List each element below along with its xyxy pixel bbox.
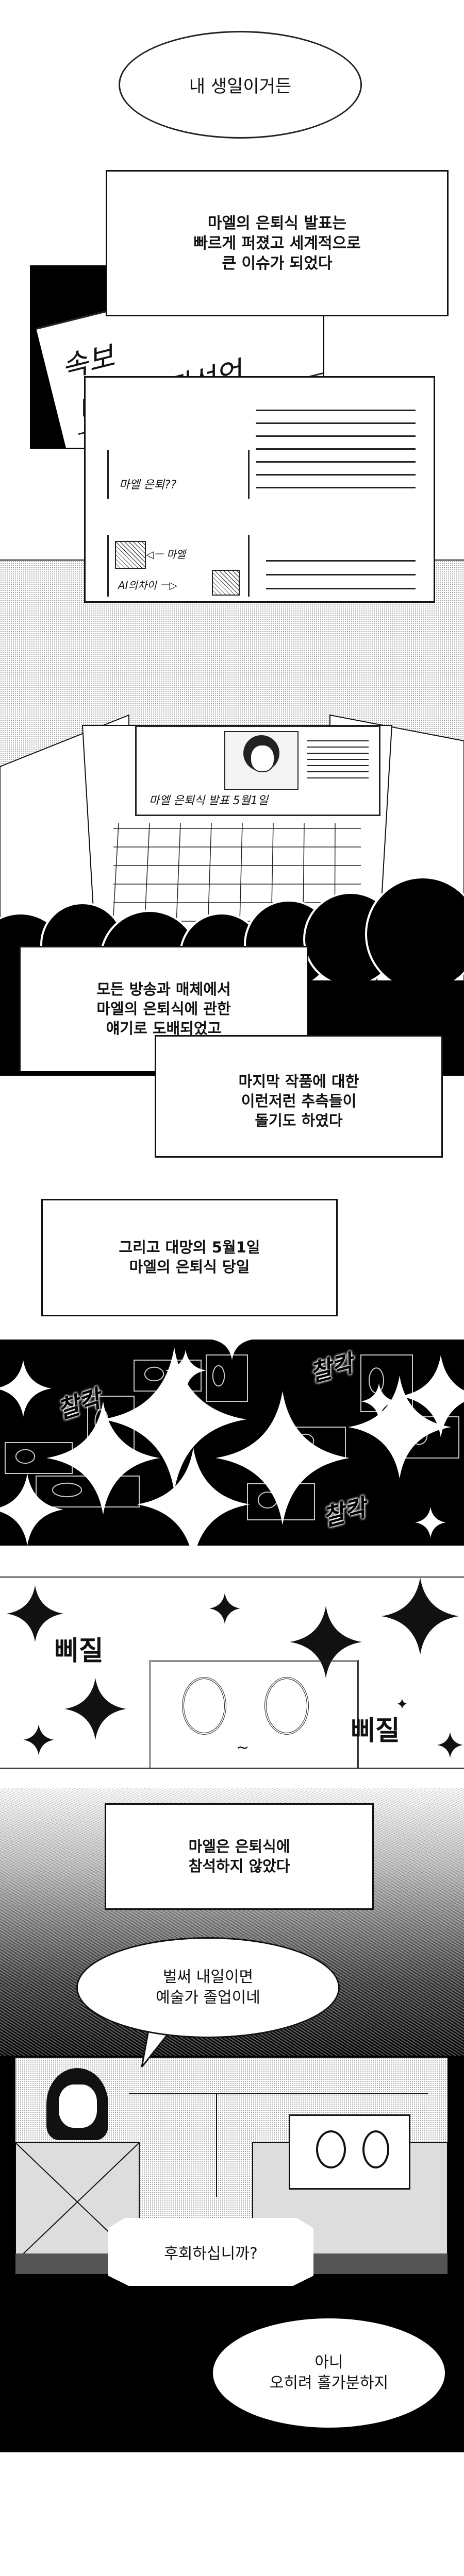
sparkle-icon [415, 1507, 446, 1538]
narration-text: 모든 방송과 매체에서 마엘의 은퇴식에 관한 얘기로 도배되었고 [96, 980, 231, 1037]
sparkle-icon [0, 1360, 52, 1417]
sparkle-icon [348, 1376, 451, 1479]
narration-box-absence: 마엘은 은퇴식에 참석하지 않았다 [105, 1803, 374, 1910]
speech-bubble-answer: 아니 오히려 홀가분하지 [213, 2318, 445, 2428]
sparkle-icon [137, 1448, 250, 1546]
narration-text: 그리고 대망의 5월1일 마엘의 은퇴식 당일 [119, 1239, 260, 1276]
billboard-caption: 마엘 은퇴식 발표 5월1일 [149, 794, 269, 807]
sparkle-icon [290, 1606, 362, 1678]
flash-drawing [0, 1340, 464, 1546]
robot-mouth: ~ [236, 1739, 250, 1757]
sparkle-icon [361, 1383, 397, 1419]
billboard-screen: 마엘 은퇴식 발표 5월1일 [135, 725, 380, 816]
narration-box-announcement: 마엘의 은퇴식 발표는 빠르게 퍼졌고 세계적으로 큰 이슈가 되었다 [106, 170, 449, 316]
sparkle-icon [400, 1355, 464, 1437]
hatched-image-icon [115, 541, 146, 569]
speech-text: 내 생일이거든 [189, 76, 292, 97]
sparkle-icon [382, 1578, 459, 1655]
newspaper-article-panel: 마엘 은퇴?? ◁ㅡ 마엘 AI의차이 ㅡ▷ [84, 376, 435, 603]
sparkle-icon [0, 1473, 63, 1546]
narration-text: 마엘은 은퇴식에 참석하지 않았다 [188, 1837, 290, 1875]
camera-lens-icon [15, 1449, 36, 1464]
robot-left-eye [316, 2130, 346, 2168]
sparkle-icon [102, 1347, 246, 1492]
robot-assistant [289, 2114, 410, 2190]
camera-icon [206, 1354, 248, 1402]
sparkle-icon [216, 1391, 350, 1525]
article-text-lines-top [256, 398, 416, 491]
billboard-text-lines [307, 735, 369, 782]
speech-bubble-graduation: 벌써 내일이면 예술가 졸업이네 [76, 1937, 340, 2038]
speech-text: 벌써 내일이면 예술가 졸업이네 [156, 1968, 260, 2007]
camera-lens-icon [144, 1366, 164, 1382]
speech-text: 아니 오히려 홀가분하지 [269, 2353, 389, 2393]
hatched-image-icon [212, 570, 240, 596]
robot-right-eye [362, 2130, 389, 2168]
comparison-right-label: AI의차이 ㅡ▷ [118, 579, 177, 591]
comparison-box: ◁ㅡ 마엘 AI의차이 ㅡ▷ [107, 535, 250, 597]
portrait-face [250, 744, 275, 772]
camera-flash-panel: 찰칵 찰칵 찰칵 [0, 1340, 464, 1546]
speech-bubble-birthday: 내 생일이거든 [119, 31, 362, 139]
sparkle-icon [209, 1593, 240, 1624]
sparkle-drawing [7, 1578, 463, 1758]
camera-lens-icon [52, 1482, 82, 1498]
sfx-sweat: 삐질 [54, 1636, 104, 1667]
sparkle-icon [211, 1340, 253, 1360]
webtoon-page: 내 생일이거든 속보 마엘 은퇴선언 마엘의 은퇴식 발표는 빠르게 퍼졌고 세… [0, 31, 464, 2452]
sparkle-icon [46, 1401, 160, 1515]
sparkle-icon [23, 1724, 54, 1755]
sparkle-icon [165, 1350, 206, 1391]
sparkle-icon [64, 1678, 126, 1740]
sweat-panel: ~ 삐질 삐질 [0, 1577, 464, 1769]
narration-box-the-day: 그리고 대망의 5월1일 마엘의 은퇴식 당일 [41, 1199, 338, 1316]
sfx-sweat: 삐질 [351, 1716, 400, 1747]
maelle-character [46, 2068, 113, 2145]
sparkle-icon [7, 1585, 63, 1642]
robot-right-eye [264, 1677, 309, 1735]
article-text-lines-bottom [266, 548, 416, 597]
article-caption: 마엘 은퇴?? [119, 479, 177, 492]
camera-lens-icon [369, 1367, 384, 1394]
article-image-box: 마엘 은퇴?? [107, 450, 250, 499]
narration-text: 마엘의 은퇴식 발표는 빠르게 퍼졌고 세계적으로 큰 이슈가 되었다 [193, 214, 361, 273]
robot-left-eye [182, 1677, 226, 1735]
sparkle-icon [437, 1732, 463, 1758]
maelle-face [58, 2083, 98, 2129]
narration-box-speculation: 마지막 작품에 대한 이런저런 추측들이 돌기도 하였다 [155, 1035, 443, 1158]
comparison-left-label: ◁ㅡ 마엘 [146, 548, 186, 561]
narration-text: 마지막 작품에 대한 이런저런 추측들이 돌기도 하였다 [238, 1073, 359, 1129]
robot-face: ~ [150, 1660, 359, 1768]
camera-icon [36, 1476, 140, 1507]
speech-bubble-regret: 후회하십니까? [108, 2218, 313, 2286]
sparkle-icon [397, 1699, 407, 1709]
camera-lens-icon [212, 1365, 225, 1387]
speech-text: 후회하십니까? [164, 2245, 258, 2263]
maelle-portrait [224, 731, 299, 790]
